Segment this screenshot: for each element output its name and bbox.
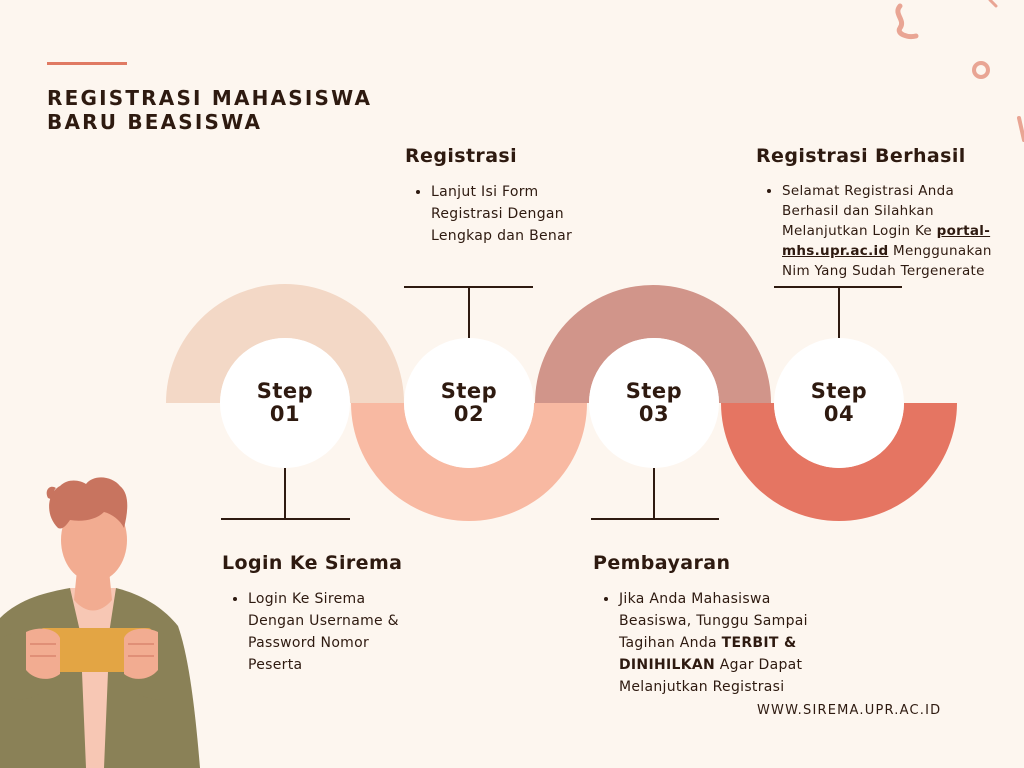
- step-03-description-before: Jika Anda Mahasiswa Beasiswa, Tunggu Sam…: [619, 591, 808, 651]
- step-03-heading: Pembayaran: [593, 552, 731, 574]
- step-02-heading: Registrasi: [405, 145, 518, 167]
- step-01-heading: Login Ke Sirema: [222, 552, 403, 574]
- step-04-description-item: Selamat Registrasi Anda Berhasil dan Sil…: [782, 181, 1002, 281]
- step-04-label-number: 04: [823, 402, 855, 426]
- page-title-line-2: BARU BEASISWA: [47, 110, 263, 134]
- step-02-label-number: 02: [453, 402, 485, 426]
- step-01-label-number: 01: [269, 402, 301, 426]
- arc-step-04: [721, 403, 957, 521]
- page-title-line-1: REGISTRASI MAHASISWA: [47, 86, 373, 110]
- step-04-info: Registrasi Berhasil Selamat Registrasi A…: [756, 145, 1002, 281]
- step-04-heading: Registrasi Berhasil: [756, 145, 966, 167]
- step-01-description: Login Ke Sirema Dengan Username & Passwo…: [222, 588, 422, 676]
- arc-step-01: [166, 284, 404, 403]
- person-holding-phone-illustration: [0, 477, 200, 768]
- step-04-description-after: Menggunakan Nim Yang Sudah Tergenerate: [782, 243, 992, 279]
- shirt-lower: [82, 672, 108, 768]
- step-03-description-item: Jika Anda Mahasiswa Beasiswa, Tunggu Sam…: [619, 588, 833, 698]
- hair: [49, 477, 128, 529]
- page-title: REGISTRASI MAHASISWA BARU BEASISWA: [47, 86, 372, 134]
- step-04-label-word: Step: [810, 379, 868, 403]
- step-04-description: Selamat Registrasi Anda Berhasil dan Sil…: [756, 181, 1002, 281]
- step-03-info: Pembayaran Jika Anda Mahasiswa Beasiswa,…: [593, 552, 833, 698]
- step-04-circle: Step 04: [774, 338, 904, 468]
- step-02-circle: Step 02: [404, 338, 534, 468]
- step-04-description-before: Selamat Registrasi Anda Berhasil dan Sil…: [782, 183, 955, 239]
- step-01-label-word: Step: [256, 379, 314, 403]
- step-03-label-number: 03: [638, 402, 670, 426]
- portal-link[interactable]: portal-mhs.upr.ac.id: [782, 223, 991, 259]
- step-02-description-item: Lanjut Isi Form Registrasi Dengan Lengka…: [431, 181, 585, 247]
- step-03-description-after: Agar Dapat Melanjutkan Registrasi: [619, 657, 803, 695]
- left-arm: [0, 633, 44, 700]
- step-01-info: Login Ke Sirema Login Ke Sirema Dengan U…: [222, 552, 422, 676]
- step-01-description-item: Login Ke Sirema Dengan Username & Passwo…: [248, 588, 422, 676]
- step-02-description: Lanjut Isi Form Registrasi Dengan Lengka…: [405, 181, 585, 247]
- step-03-description-emphasis: TERBIT & DINIHILKAN: [619, 635, 797, 673]
- decorative-squiggle: [895, 0, 1024, 142]
- left-hand: [26, 628, 60, 679]
- hair-tuft: [46, 486, 58, 502]
- website-url[interactable]: WWW.SIREMA.UPR.AC.ID: [757, 703, 942, 718]
- arc-step-02: [351, 403, 587, 521]
- step-03-description: Jika Anda Mahasiswa Beasiswa, Tunggu Sam…: [593, 588, 833, 698]
- right-hand: [124, 628, 158, 679]
- step-03-label-word: Step: [625, 379, 683, 403]
- title-accent-line: [47, 62, 127, 65]
- step-02-label-word: Step: [440, 379, 498, 403]
- step-01-circle: Step 01: [220, 338, 350, 468]
- step-02-info: Registrasi Lanjut Isi Form Registrasi De…: [405, 145, 585, 247]
- step-03-circle: Step 03: [589, 338, 719, 468]
